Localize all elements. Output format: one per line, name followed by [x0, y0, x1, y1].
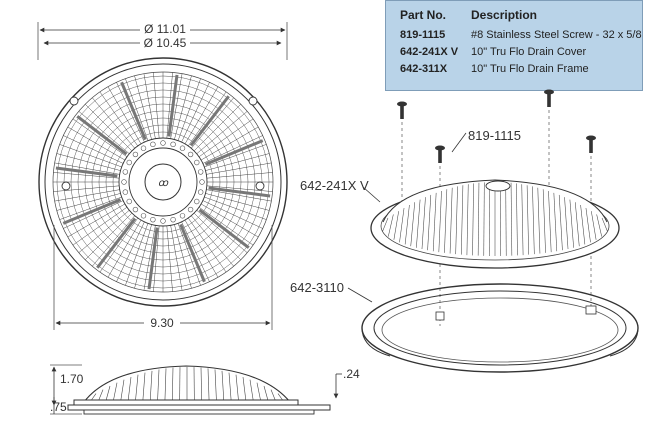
parts-table-row-3-part-no: 642-311X [400, 63, 448, 75]
top-view: Ø 11.01 Ø 10.45 ꝏ 9.30 [37, 22, 288, 330]
parts-table-row-1-description: #8 Stainless Steel Screw - 32 x 5/8 [471, 29, 642, 41]
label-cover: 642-241X V [300, 178, 369, 193]
label-screw: 819-1115 [468, 128, 521, 143]
cover-outer-ring [38, 57, 288, 307]
label-frame: 642-3110 [290, 280, 344, 295]
side-view: 1.70 .75 .24 [50, 364, 360, 415]
dim-base-label: .75 [50, 400, 67, 414]
parts-table-row-3-description: 10" Tru Flo Drain Frame [471, 63, 589, 75]
dim-outer-label: Ø 11.01 [144, 22, 186, 36]
exploded-cover-ribs [382, 182, 608, 256]
logo-mark-icon: ꝏ [158, 178, 169, 189]
cover-center-logo [144, 163, 182, 201]
screw-icon [397, 89, 596, 163]
cover-grate-pattern [53, 72, 273, 292]
screw-hole-icon [61, 96, 265, 191]
parts-table: Part No. Description 819-1115 #8 Stainle… [385, 0, 643, 91]
dim-inner-label: Ø 10.45 [144, 36, 187, 50]
dim-lip-label: .24 [343, 367, 360, 381]
exploded-frame-outer [361, 283, 639, 373]
parts-table-header-part-no: Part No. [400, 8, 447, 22]
cover-inner-ring [44, 63, 282, 301]
parts-table-row-2-description: 10" Tru Flo Drain Cover [471, 46, 587, 58]
parts-table-header-description: Description [471, 8, 538, 22]
parts-table-row-2-part-no: 642-241X V [400, 46, 459, 58]
dim-height-label: 1.70 [60, 372, 84, 386]
parts-table-row-1-part-no: 819-1115 [400, 29, 446, 41]
exploded-view: 819-1115 642-241X V 642-3110 [290, 89, 639, 373]
dim-bottom-label: 9.30 [150, 316, 174, 330]
